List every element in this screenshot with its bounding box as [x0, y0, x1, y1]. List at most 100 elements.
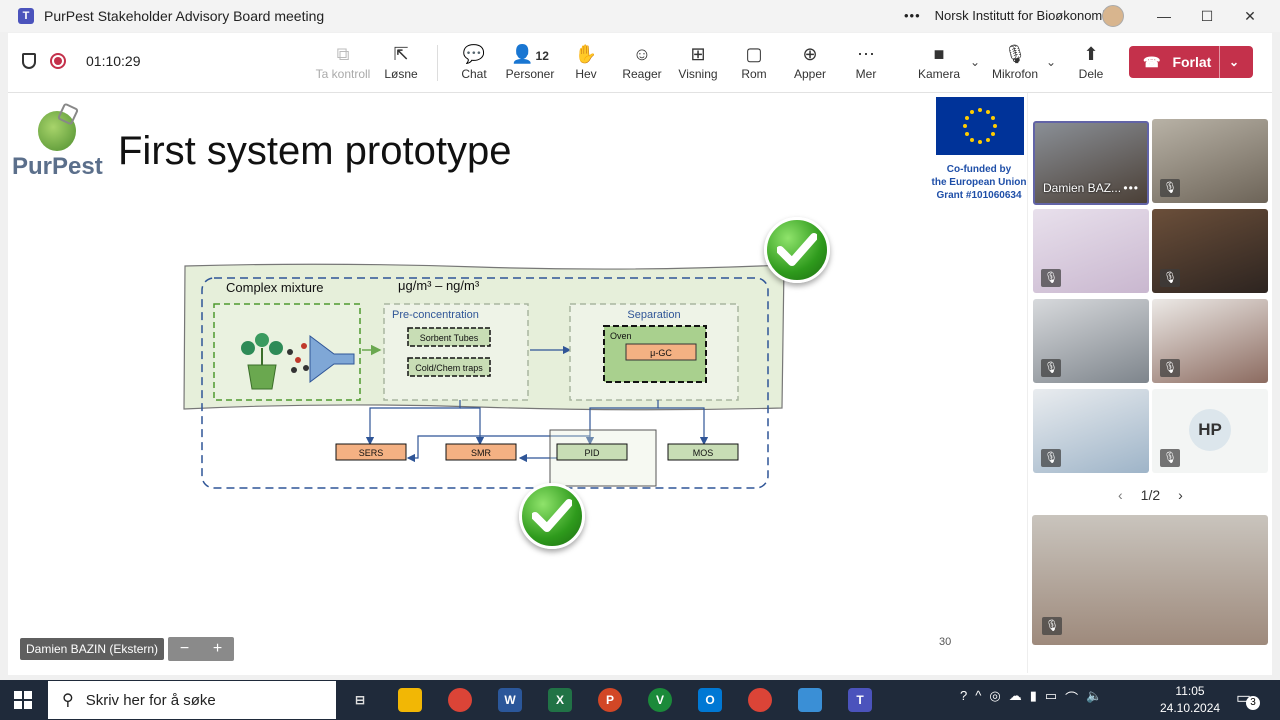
mic-off-icon: 🎙 — [1160, 179, 1180, 197]
excel-icon[interactable]: X — [548, 688, 572, 712]
participant-tile-4[interactable]: 🎙 — [1152, 209, 1268, 293]
share-button[interactable]: ⬆ Dele — [1061, 41, 1121, 81]
system-boundary — [201, 277, 769, 489]
hand-icon: ✋ — [574, 44, 598, 64]
clock-date: 24.10.2024 — [1160, 701, 1221, 715]
battery-icon[interactable]: ▭ — [1044, 688, 1058, 703]
funnel-icon — [309, 335, 355, 383]
mic-label: Mikrofon — [991, 67, 1038, 81]
toolbar-divider — [437, 45, 438, 81]
take-control-button[interactable]: ⧉ Ta kontroll — [313, 41, 373, 81]
chevron-right-icon[interactable]: › — [1178, 487, 1183, 503]
raise-hand-button[interactable]: ✋ Hev — [556, 41, 616, 81]
gc-box — [625, 343, 697, 361]
presenter-name-chip: Damien BAZIN (Ekstern) — [20, 638, 165, 660]
camera-button[interactable]: ■ Kamera — [909, 41, 969, 81]
system-diagram: Complex mixture μg/m³ – ng/m³ Pre-concen… — [183, 263, 785, 489]
view-label: Visning — [678, 67, 718, 81]
plant-pot-icon — [241, 333, 283, 390]
gallery-pager: ‹ 1/2 › — [1118, 487, 1183, 503]
participant-tile-6[interactable]: 🎙 — [1152, 299, 1268, 383]
participant-tile-3[interactable]: 🎙 — [1033, 209, 1149, 293]
participant-tile-presenter[interactable]: Damien BAZ... ••• — [1033, 121, 1149, 205]
photos-icon[interactable] — [798, 688, 822, 712]
rooms-label: Rom — [741, 67, 767, 81]
chat-button[interactable]: 💬 Chat — [444, 41, 504, 81]
tile-more-icon[interactable]: ••• — [1123, 181, 1139, 195]
mic-button[interactable]: 🎙 Mikrofon — [985, 41, 1045, 81]
maximize-icon[interactable]: ☐ — [1200, 8, 1214, 24]
leave-options-chevron-icon[interactable]: ⌄ — [1229, 55, 1240, 69]
more-button[interactable]: ⋯ Mer — [836, 41, 896, 81]
mic-off-icon: 🎙 — [1041, 269, 1061, 287]
react-label: Reager — [622, 67, 662, 81]
window-title: PurPest Stakeholder Advisory Board meeti… — [44, 8, 325, 24]
recording-icon — [50, 53, 66, 69]
chevron-left-icon[interactable]: ‹ — [1118, 487, 1123, 503]
clock-time: 11:05 — [1175, 684, 1205, 698]
people-button[interactable]: 👤12 Personer — [500, 41, 560, 81]
zoom-in-button[interactable]: + — [212, 640, 223, 657]
smiley-icon: ☺ — [632, 44, 652, 64]
taskbar-clock[interactable]: 11:05 24.10.2024 — [1160, 683, 1220, 717]
participant-tile-5[interactable]: 🎙 — [1033, 299, 1149, 383]
word-icon[interactable]: W — [498, 688, 522, 712]
outlook-icon[interactable]: O — [698, 688, 722, 712]
chrome-icon[interactable] — [448, 688, 472, 712]
teams-taskbar-icon[interactable]: T — [848, 688, 872, 712]
react-button[interactable]: ☺ Reager — [612, 41, 672, 81]
shield-icon[interactable] — [22, 53, 36, 69]
network-icon[interactable]: ◎ — [989, 688, 1001, 703]
close-icon[interactable]: ✕ — [1244, 8, 1256, 24]
participant-tile-7[interactable]: 🎙 — [1033, 389, 1149, 473]
more-options-icon[interactable]: ••• — [904, 8, 921, 23]
windows-start-icon[interactable] — [14, 691, 32, 709]
file-explorer-icon[interactable] — [398, 688, 422, 712]
detector-mos-box — [667, 443, 739, 461]
notification-count: 3 — [1246, 696, 1260, 710]
detector-pid-box — [556, 443, 628, 461]
view-button[interactable]: ⊞ Visning — [668, 41, 728, 81]
sorbent-tubes-box — [407, 327, 491, 347]
undock-icon: ⇱ — [393, 44, 409, 64]
mic-off-icon: 🎙 — [1042, 617, 1062, 635]
task-view-icon[interactable]: ⊟ — [354, 693, 366, 707]
chevron-up-icon[interactable]: ^ — [975, 688, 982, 703]
apps-button[interactable]: ⊕ Apper — [780, 41, 840, 81]
camera-options-chevron-icon[interactable]: ⌄ — [970, 55, 981, 69]
org-area: ••• Norsk Institutt for Bioøkonomi — [904, 8, 1105, 23]
taskbar-search-box[interactable]: ⚲ Skriv her for å søke — [48, 681, 336, 719]
label-cold-traps: Cold/Chem traps — [415, 363, 483, 373]
mic-options-chevron-icon[interactable]: ⌄ — [1046, 55, 1057, 69]
ellipsis-icon: ⋯ — [857, 44, 875, 64]
volume-icon[interactable]: 🔈 — [1086, 688, 1103, 703]
powerpoint-icon[interactable]: P — [598, 688, 622, 712]
organization-name[interactable]: Norsk Institutt for Bioøkonomi — [934, 8, 1106, 23]
detector-sers-box — [335, 443, 407, 461]
leave-button[interactable]: ☎ Forlat ⌄ — [1129, 46, 1253, 78]
chrome-profile-icon[interactable] — [748, 688, 772, 712]
usb-icon[interactable]: ▮ — [1029, 688, 1037, 703]
profile-avatar[interactable] — [1102, 5, 1124, 27]
purpest-logo: PurPest — [12, 103, 104, 183]
rooms-button[interactable]: ▢ Rom — [724, 41, 784, 81]
teams-icon: T — [18, 8, 34, 24]
app-v-icon[interactable]: V — [648, 688, 672, 712]
minimize-icon[interactable]: — — [1157, 8, 1171, 24]
participant-tile-hp[interactable]: HP 🎙 — [1152, 389, 1268, 473]
onedrive-icon[interactable]: ☁ — [1008, 688, 1022, 703]
take-control-icon: ⧉ — [336, 44, 350, 64]
participant-tile-2[interactable]: 🎙 — [1152, 119, 1268, 203]
shared-slide[interactable]: PurPest First system prototype Co-funded… — [8, 93, 1028, 673]
meeting-status: 01:10:29 — [22, 53, 141, 69]
apps-label: Apper — [793, 67, 827, 81]
grid-icon: ⊞ — [690, 44, 706, 64]
zoom-out-button[interactable]: − — [179, 640, 190, 657]
help-icon[interactable]: ? — [960, 688, 968, 703]
self-view-video[interactable]: 🎙 — [1032, 515, 1268, 645]
undock-button[interactable]: ⇱ Løsne — [371, 41, 431, 81]
eu-text-line1: Co-funded by — [946, 164, 1012, 175]
wifi-icon[interactable]: ⌒ — [1065, 691, 1079, 706]
notification-center-icon[interactable]: ▭3 — [1236, 688, 1260, 710]
participant-initials-avatar: HP — [1189, 409, 1231, 451]
